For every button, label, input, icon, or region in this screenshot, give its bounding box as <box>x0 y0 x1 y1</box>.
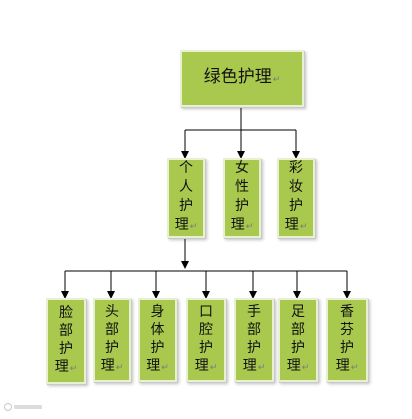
paragraph-mark-icon: ↵ <box>161 363 169 373</box>
watermark-logo <box>4 402 44 415</box>
node-head-care: 头 部 护 理↵ <box>93 298 131 382</box>
node-female-care: 女 性 护 理↵ <box>223 158 261 238</box>
node-body-care-label: 身 体 护 理 <box>146 304 165 374</box>
node-foot-care-label: 足 部 护 理 <box>286 304 305 374</box>
watermark-icon <box>4 403 42 411</box>
node-root-label: 绿色护理 <box>203 67 272 87</box>
node-personal-care-label: 个 人 护 理 <box>174 160 193 233</box>
node-foot-care: 足 部 护 理↵ <box>278 298 318 382</box>
paragraph-mark-icon: ↵ <box>115 363 124 373</box>
paragraph-mark-icon: ↵ <box>272 75 281 85</box>
node-hand-care: 手 部 护 理↵ <box>234 298 274 382</box>
paragraph-mark-icon: ↵ <box>69 364 78 374</box>
node-face-care: 脸 部 护 理↵ <box>46 298 86 384</box>
node-fragrance-care: 香 芬 护 理↵ <box>326 298 368 382</box>
paragraph-mark-icon: ↵ <box>299 222 308 232</box>
node-root: 绿色护理↵ <box>180 50 304 107</box>
node-makeup-care: 彩 妆 护 理↵ <box>277 158 315 238</box>
node-head-care-label: 头 部 护 理 <box>100 304 119 374</box>
paragraph-mark-icon: ↵ <box>350 363 359 373</box>
paragraph-mark-icon: ↵ <box>245 222 254 232</box>
paragraph-mark-icon: ↵ <box>301 363 310 373</box>
node-fragrance-care-label: 香 芬 护 理 <box>335 304 354 374</box>
node-mouth-care-label: 口 腔 护 理 <box>194 304 213 374</box>
node-hand-care-label: 手 部 护 理 <box>242 304 261 374</box>
node-body-care: 身 体 护 理↵ <box>138 298 177 382</box>
paragraph-mark-icon: ↵ <box>257 363 266 373</box>
node-mouth-care: 口 腔 护 理↵ <box>186 298 226 382</box>
node-personal-care: 个 人 护 理↵ <box>167 158 205 238</box>
node-face-care-label: 脸 部 护 理 <box>54 305 73 375</box>
paragraph-mark-icon: ↵ <box>209 363 218 373</box>
paragraph-mark-icon: ↵ <box>189 222 198 232</box>
node-makeup-care-label: 彩 妆 护 理 <box>284 160 303 233</box>
node-female-care-label: 女 性 护 理 <box>230 160 249 233</box>
